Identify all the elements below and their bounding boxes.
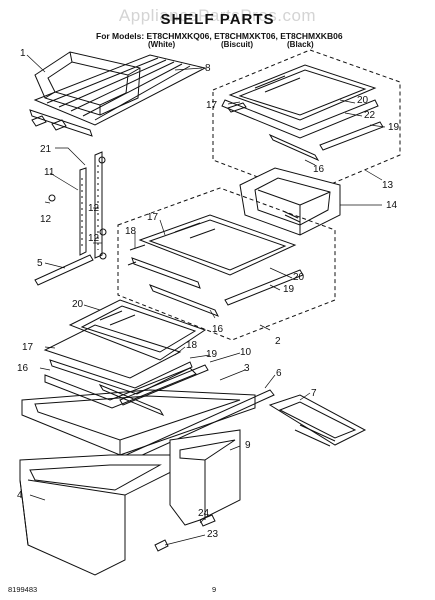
callout-6: 6 xyxy=(276,368,282,379)
wire-shelf-top xyxy=(29,54,207,137)
footer-page-number: 9 xyxy=(212,585,217,594)
callout-22: 22 xyxy=(364,110,376,121)
variant-biscuit: (Biscuit) xyxy=(221,40,253,49)
callout-19-mid: 19 xyxy=(283,284,295,295)
watermark: AppliancePartsPros.com xyxy=(118,6,317,25)
callout-4: 4 xyxy=(17,490,23,501)
leader-lines xyxy=(26,54,386,546)
callout-23: 23 xyxy=(207,529,219,540)
callout-24: 24 xyxy=(198,508,210,519)
screw-set xyxy=(48,156,107,260)
crisper-pan-top xyxy=(34,51,141,116)
callout-11: 11 xyxy=(44,167,55,178)
callout-17-mid: 17 xyxy=(147,212,159,223)
page-title: SHELF PARTS xyxy=(160,11,275,28)
crisper-drawer-left xyxy=(19,454,176,576)
callout-13: 13 xyxy=(382,180,394,191)
callout-12-low: 12 xyxy=(88,233,100,244)
callout-14: 14 xyxy=(386,200,398,211)
meat-drawer xyxy=(239,167,341,236)
callout-20-low: 20 xyxy=(72,299,84,310)
callout-2: 2 xyxy=(275,336,281,347)
callout-17-low: 17 xyxy=(22,342,34,353)
glass-shelf-lower xyxy=(43,299,209,417)
callout-20-mid: 20 xyxy=(293,272,305,283)
callout-19-top: 19 xyxy=(388,122,400,133)
shelf-rail-left xyxy=(79,151,103,259)
drawer-slides xyxy=(154,514,216,552)
callout-16-mid: 16 xyxy=(212,324,224,335)
callout-17-top: 17 xyxy=(206,100,218,111)
callout-12-left: 12 xyxy=(40,214,52,225)
callout-16-top: 16 xyxy=(313,164,325,175)
callout-18-low: 18 xyxy=(186,340,198,351)
callout-3: 3 xyxy=(244,363,250,374)
variant-black: (Black) xyxy=(287,40,314,49)
models-line: For Models: ET8CHMXKQ06, ET8CHMXKT06, ET… xyxy=(96,31,343,41)
callout-18-mid: 18 xyxy=(125,226,137,237)
callout-12-mid: 12 xyxy=(88,203,100,214)
callout-19-low: 19 xyxy=(206,349,218,360)
callout-10: 10 xyxy=(240,347,252,358)
callout-8: 8 xyxy=(205,63,211,74)
glass-shelf-assembly-2 xyxy=(127,214,304,317)
callout-21: 21 xyxy=(40,144,52,155)
footer-part-code: 8199483 xyxy=(8,585,38,594)
rail-bottom xyxy=(34,254,94,286)
callout-labels: 1 8 20 17 22 19 21 16 13 14 11 12 12 12 … xyxy=(17,48,400,540)
callout-20-top: 20 xyxy=(357,95,369,106)
variant-white: (White) xyxy=(148,40,176,49)
callout-16-low: 16 xyxy=(17,363,29,374)
callout-9: 9 xyxy=(245,440,251,451)
crisper-cover-frame xyxy=(21,389,256,456)
callout-7: 7 xyxy=(311,388,317,399)
door-shelf-right xyxy=(268,394,367,447)
callout-5: 5 xyxy=(37,258,43,269)
callout-1: 1 xyxy=(20,48,26,59)
glass-shelf-assembly-13 xyxy=(221,64,384,162)
assembly-13-box xyxy=(212,49,401,196)
shelf-support-small xyxy=(31,115,67,131)
assembly-2-box xyxy=(117,187,336,341)
